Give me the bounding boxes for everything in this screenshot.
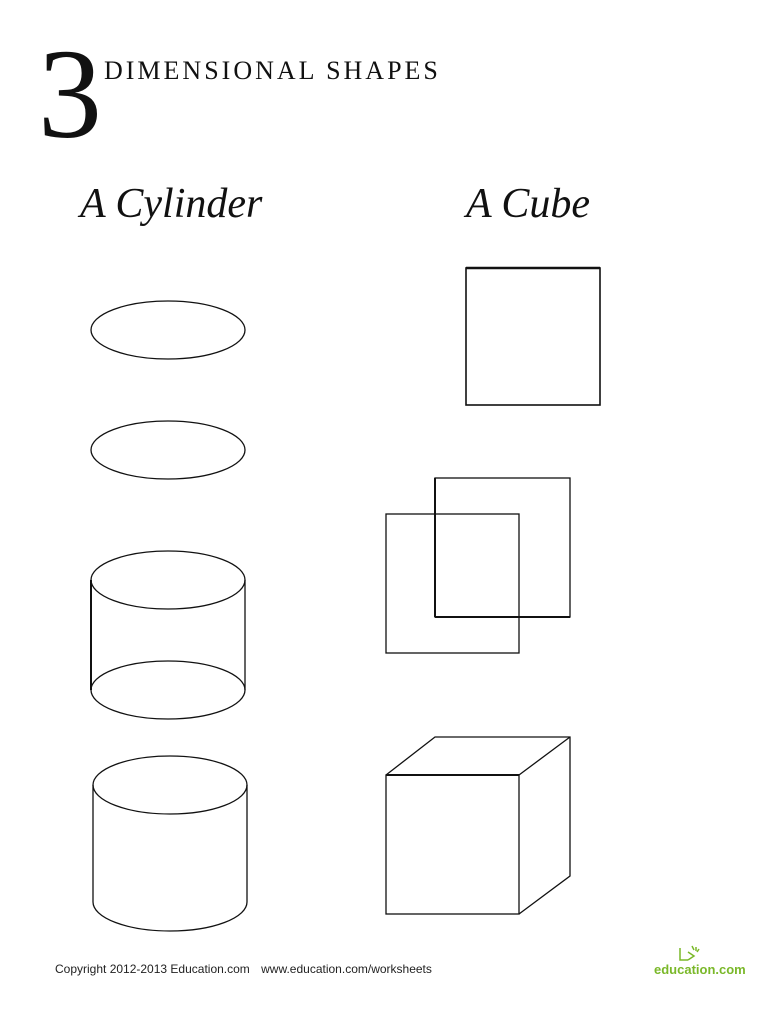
big-number-three: 3 (38, 23, 102, 165)
cylinder-column-title: A Cylinder (80, 181, 263, 227)
cylinder-step-2-ellipse (90, 420, 246, 480)
page-title: DIMENSIONAL SHAPES (104, 56, 441, 85)
cube-column-title: A Cube (466, 181, 591, 227)
cube-step-3-cube (385, 736, 571, 915)
cube-step-2-squares (385, 477, 571, 654)
education-logo-icon (679, 945, 700, 961)
cube-step-1-square (465, 267, 601, 406)
footer-url-link[interactable]: www.education.com/worksheets (261, 962, 432, 976)
cylinder-step-4 (92, 755, 248, 932)
footer: Copyright 2012-2013 Education.com www.ed… (55, 962, 440, 976)
cylinder-step-3 (90, 550, 246, 720)
cylinder-step-1-ellipse (90, 300, 246, 360)
copyright-text: Copyright 2012-2013 Education.com (55, 962, 250, 976)
education-logo-text: education.com (654, 962, 746, 977)
